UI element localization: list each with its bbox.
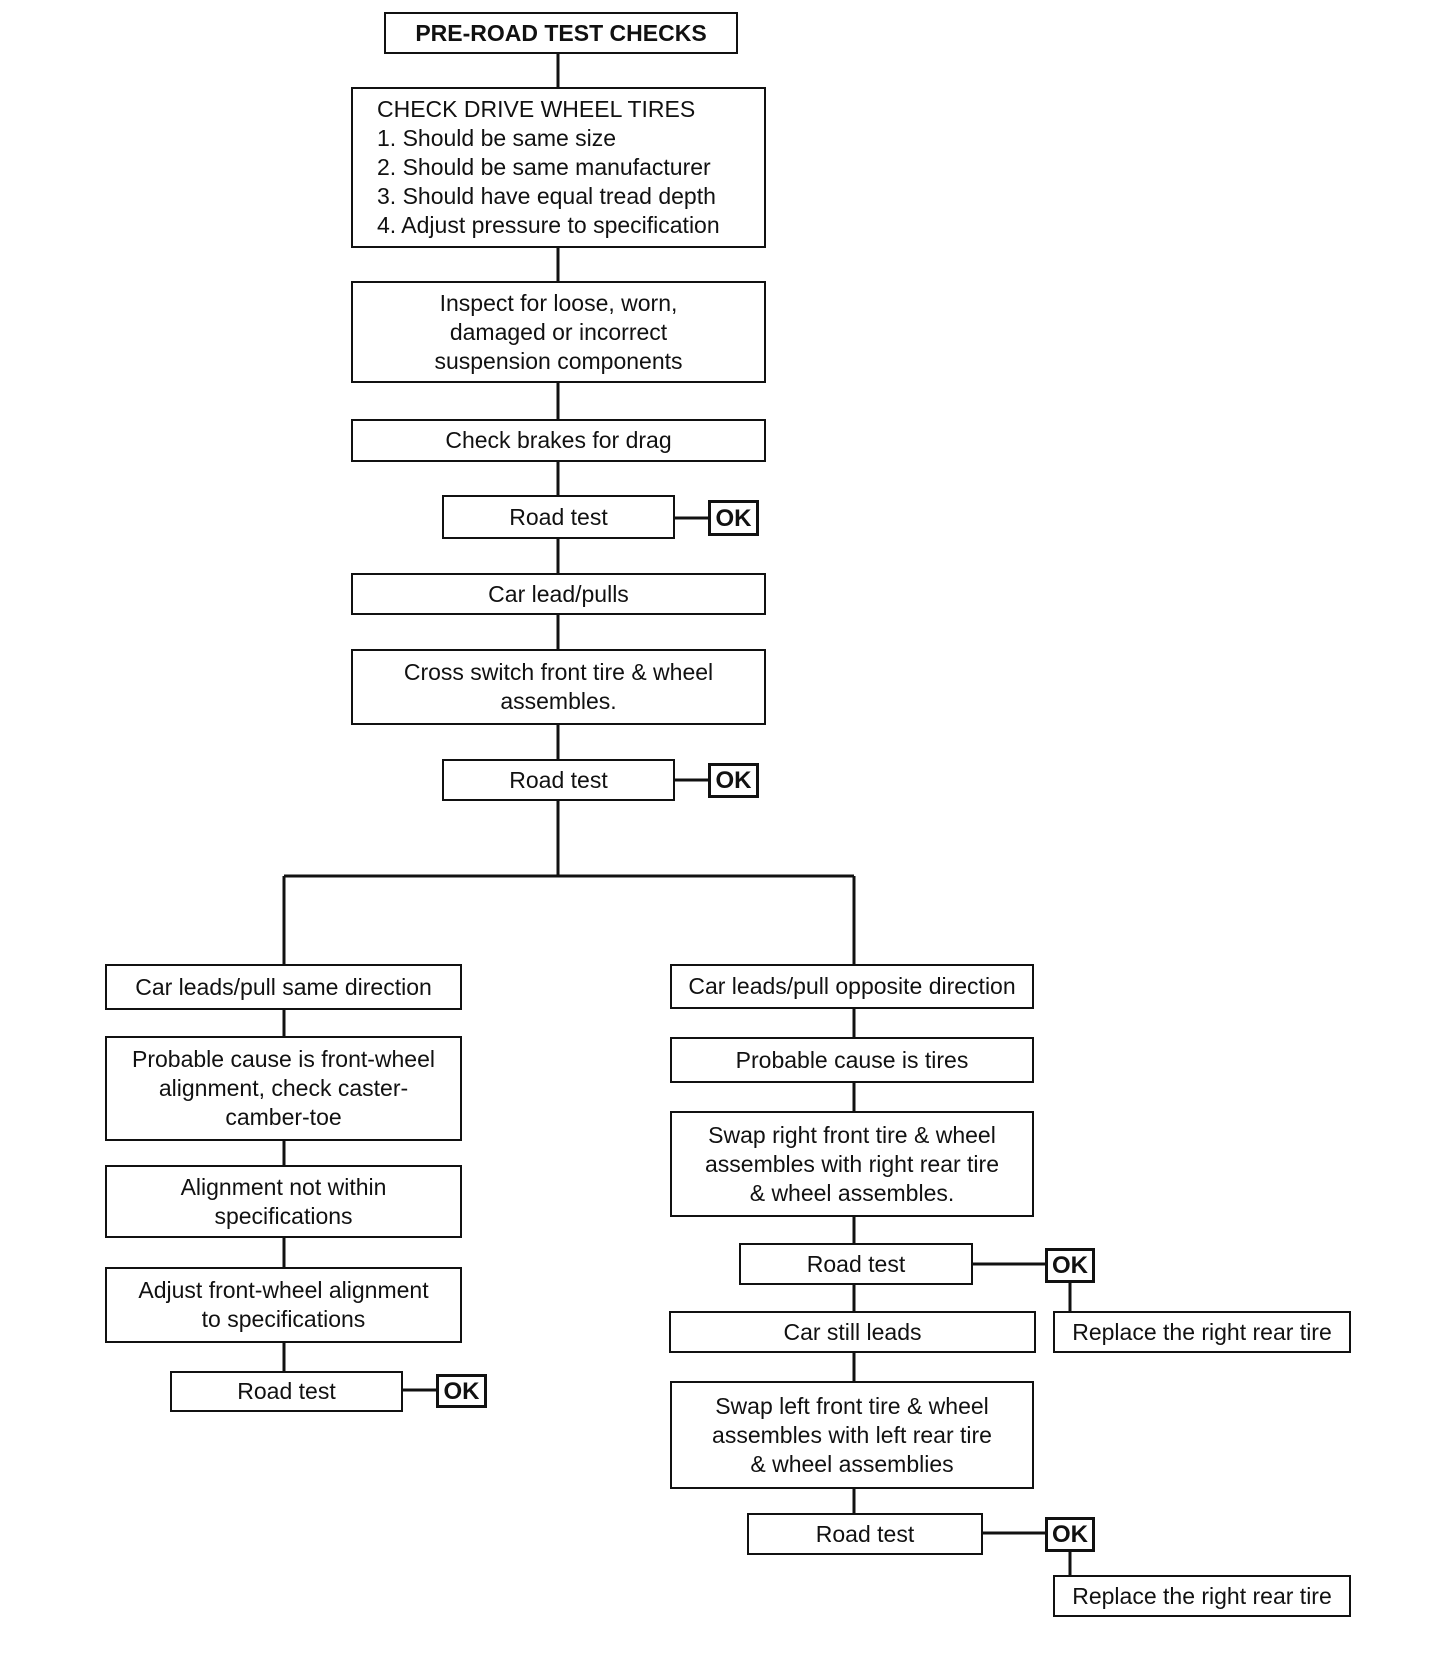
box-text-line: OK <box>1052 1252 1088 1279</box>
box-text-line: Inspect for loose, worn, <box>439 289 678 316</box>
car-still-leads-box: Car still leads <box>669 1311 1036 1353</box>
box-text-line: suspension components <box>434 347 683 374</box>
box-text-line: Probable cause is tires <box>735 1046 969 1073</box>
check-brakes-box: Check brakes for drag <box>351 419 766 462</box>
road-test-box: Road test <box>747 1513 983 1555</box>
leads-opposite-direction-box: Car leads/pull opposite direction <box>670 964 1034 1009</box>
box-text-line: & wheel assembles. <box>749 1179 955 1206</box>
box-text-line: Adjust front-wheel alignment <box>138 1277 429 1303</box>
box-text-line: Alignment not within <box>180 1173 387 1200</box>
box-text-line: Car still leads <box>783 1318 922 1345</box>
box-text-line: Road test <box>806 1250 906 1277</box>
road-test-box: Road test <box>442 759 675 801</box>
inspect-suspension-box: Inspect for loose, worn,damaged or incor… <box>351 281 766 383</box>
box-text-line: Road test <box>509 766 608 793</box>
box-text-line: 1. Should be same size <box>377 125 617 151</box>
box-text-line: Car leads/pull same direction <box>135 973 432 1000</box>
box-text-line: OK <box>1052 1521 1088 1548</box>
box-text-line: 2. Should be same manufacturer <box>377 154 711 180</box>
box-text-line: assembles. <box>500 688 617 714</box>
box-text-line: Road test <box>237 1378 336 1404</box>
box-text-line: Probable cause is front-wheel <box>132 1046 435 1072</box>
box-text-line: OK <box>715 504 752 532</box>
box-text-line: Replace the right rear tire <box>1072 1582 1332 1609</box>
box-text-line: damaged or incorrect <box>449 318 668 345</box>
box-text-line: Swap right front tire & wheel <box>708 1121 996 1148</box>
adjust-alignment-box: Adjust front-wheel alignment to specifica… <box>105 1267 462 1343</box>
ok-box: OK <box>436 1374 487 1408</box>
check-drive-wheel-tires-box: CHECK DRIVE WHEEL TIRES 1. Should be same… <box>351 87 766 248</box>
cross-switch-front-box: Cross switch front tire & wheel assembles… <box>351 649 766 725</box>
box-text-line: Swap left front tire & wheel <box>715 1392 989 1419</box>
road-test-box: Road test <box>170 1371 403 1412</box>
replace-right-rear-tire-box: Replace the right rear tire <box>1053 1311 1351 1353</box>
ok-box: OK <box>1045 1517 1095 1552</box>
box-text-line: Cross switch front tire & wheel <box>403 659 714 685</box>
box-text-line: specifications <box>214 1202 353 1229</box>
probable-cause-alignment-box: Probable cause is front-wheel alignment, … <box>105 1036 462 1141</box>
box-text-line: PRE-ROAD TEST CHECKS <box>415 19 707 46</box>
car-lead-pulls-box: Car lead/pulls <box>351 573 766 615</box>
box-text-line: to specifications <box>201 1306 366 1332</box>
box-text-line: 4. Adjust pressure to specification <box>377 212 720 238</box>
road-test-box: Road test <box>442 495 675 539</box>
box-text-line: OK <box>443 1377 480 1405</box>
box-text-line: Car leads/pull opposite direction <box>688 973 1016 999</box>
leads-same-direction-box: Car leads/pull same direction <box>105 964 462 1010</box>
ok-box: OK <box>1045 1248 1095 1283</box>
box-text-line: 3. Should have equal tread depth <box>377 183 716 209</box>
ok-box: OK <box>708 500 759 536</box>
box-text-line: Check brakes for drag <box>445 427 672 453</box>
replace-right-rear-tire-box: Replace the right rear tire <box>1053 1575 1351 1617</box>
box-text-line: Car lead/pulls <box>488 580 629 607</box>
box-text-line: assembles with left rear tire <box>712 1421 992 1448</box>
box-text-line: Replace the right rear tire <box>1072 1318 1332 1345</box>
box-text-line: alignment, check caster- <box>158 1075 409 1101</box>
pre-road-test-checks-box: PRE-ROAD TEST CHECKS <box>384 12 738 54</box>
box-text-line: Road test <box>815 1520 915 1547</box>
box-text-line: assembles with right rear tire <box>705 1150 999 1177</box>
road-test-box: Road test <box>739 1243 973 1285</box>
box-text-line: OK <box>715 767 752 794</box>
box-text-line: Road test <box>509 503 608 530</box>
box-text-line: CHECK DRIVE WHEEL TIRES <box>377 96 696 122</box>
box-text-line: camber-toe <box>225 1104 342 1130</box>
ok-box: OK <box>708 763 759 798</box>
box-text-line: & wheel assemblies <box>750 1450 954 1477</box>
probable-cause-tires-box: Probable cause is tires <box>670 1037 1034 1083</box>
